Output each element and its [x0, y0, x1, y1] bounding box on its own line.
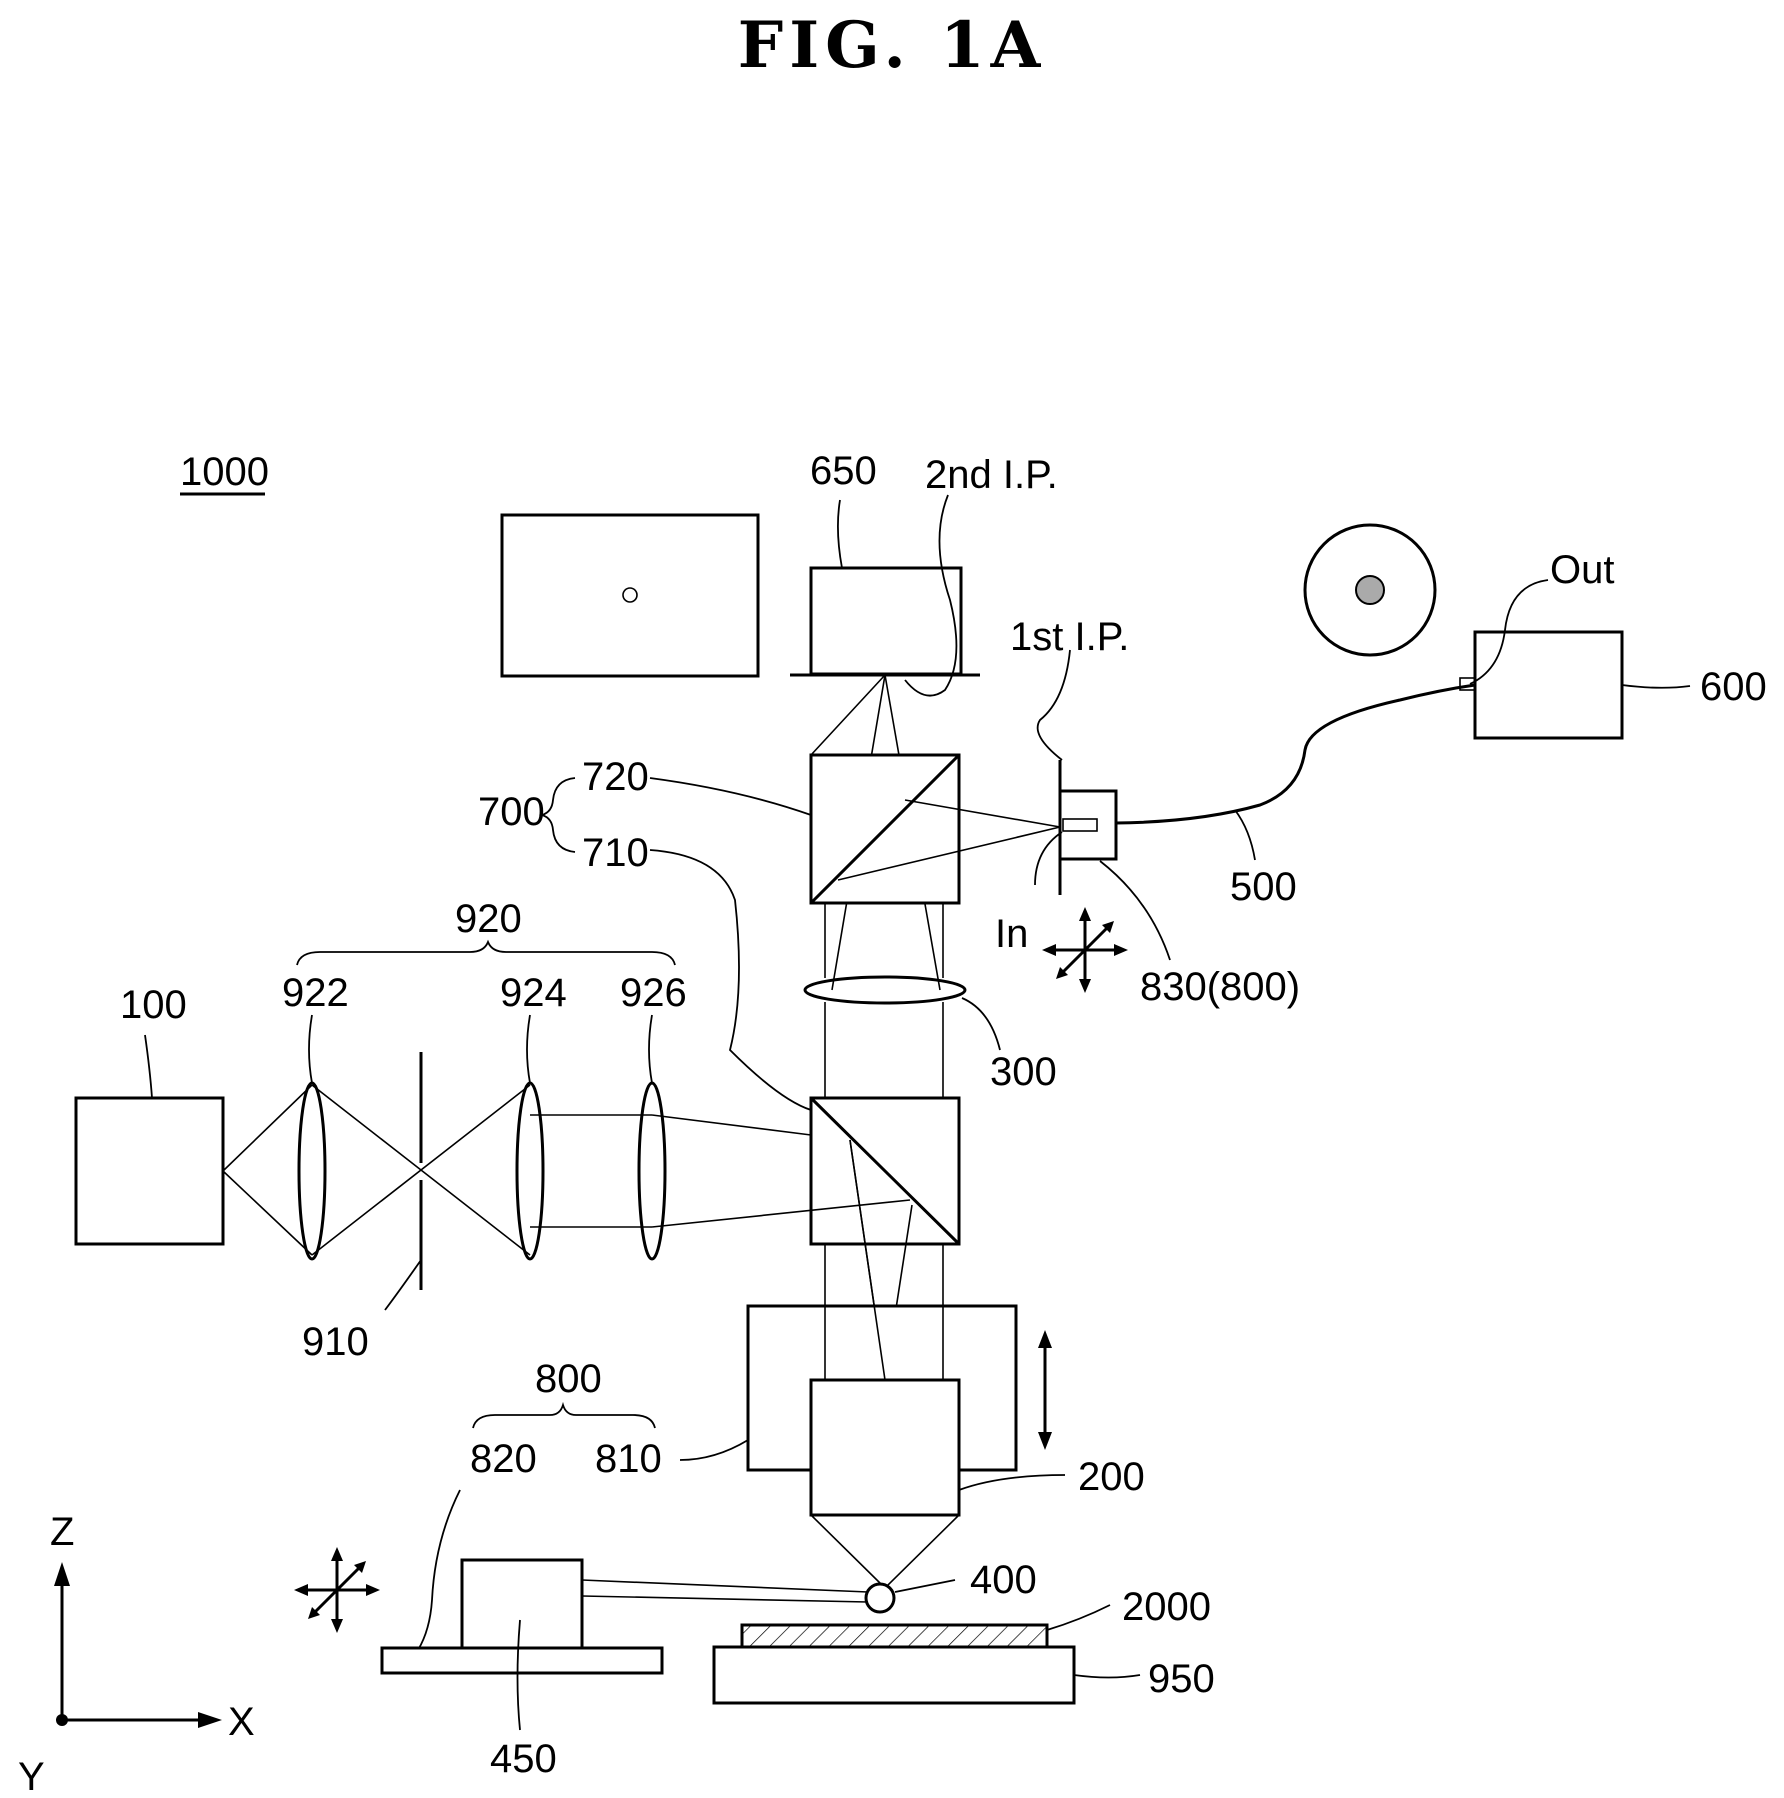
- z-move-arrow-810: [1038, 1330, 1052, 1450]
- beam-side-lower: [582, 1596, 868, 1602]
- leader-2000: [1047, 1605, 1110, 1630]
- leader-600: [1622, 685, 1690, 688]
- label-axis-z: Z: [50, 1510, 74, 1554]
- beam-focus-right: [888, 1515, 959, 1585]
- leader-926: [649, 1015, 652, 1083]
- brace-800: [473, 1405, 655, 1428]
- leader-820: [418, 1490, 460, 1650]
- leader-810: [680, 1440, 748, 1460]
- label-lens-926: 926: [620, 971, 687, 1015]
- label-stage-group: 800: [535, 1357, 602, 1401]
- label-pinhole: 910: [302, 1320, 369, 1364]
- wafer-2000: [742, 1625, 1047, 1647]
- camera-650: [811, 568, 961, 674]
- leader-300: [962, 998, 1000, 1050]
- leader-950: [1074, 1675, 1140, 1678]
- axis-z-arrowhead: [54, 1562, 70, 1586]
- sample-spot-400: [866, 1584, 894, 1612]
- beam-side-upper: [582, 1580, 868, 1592]
- label-splitter-710: 710: [582, 831, 649, 875]
- label-stage-810: 810: [595, 1437, 662, 1481]
- leader-500: [1235, 810, 1255, 860]
- label-lens-922: 922: [282, 971, 349, 1015]
- lens-926: [639, 1083, 665, 1259]
- spectrometer-600: [1475, 632, 1622, 738]
- label-sample-spot: 400: [970, 1558, 1037, 1602]
- leader-720: [650, 778, 811, 815]
- label-table: 950: [1148, 1657, 1215, 1701]
- label-lens-924: 924: [500, 971, 567, 1015]
- label-spectrometer: 600: [1700, 665, 1767, 709]
- label-splitter-group: 700: [478, 790, 545, 834]
- leader-1st-ip: [1038, 650, 1070, 760]
- leader-400: [895, 1580, 955, 1592]
- lens-922: [299, 1083, 325, 1259]
- label-system: 1000: [180, 450, 269, 494]
- brace-700: [542, 778, 575, 852]
- label-stage-820: 820: [470, 1437, 537, 1481]
- label-axis-x: X: [228, 1700, 255, 1744]
- fiber-cross-section-core: [1356, 576, 1384, 604]
- table-950: [714, 1647, 1074, 1703]
- leader-in: [1035, 832, 1062, 885]
- label-1st-ip: 1st I.P.: [1010, 615, 1129, 659]
- axis-y-origin-dot: [56, 1714, 68, 1726]
- optical-fiber-500: [1116, 685, 1475, 823]
- label-fiber-in: In: [995, 912, 1028, 956]
- display-monitor: [502, 515, 758, 676]
- leader-830: [1100, 861, 1170, 960]
- lens-300: [805, 977, 965, 1003]
- label-light-source: 100: [120, 983, 187, 1027]
- beam-focus-left: [811, 1515, 882, 1585]
- label-fiber-stage: 830(800): [1140, 965, 1300, 1009]
- axis-x-arrowhead: [198, 1712, 222, 1728]
- coordinate-axes: [54, 1562, 222, 1728]
- label-2nd-ip: 2nd I.P.: [925, 453, 1058, 497]
- lens-924: [517, 1083, 543, 1259]
- stage-820: [382, 1648, 662, 1673]
- label-wafer: 2000: [1122, 1585, 1211, 1629]
- leader-910: [385, 1260, 421, 1310]
- leader-922: [309, 1015, 312, 1083]
- fiber-stage-830: [1060, 791, 1116, 859]
- label-fiber: 500: [1230, 865, 1297, 909]
- leader-200: [959, 1475, 1065, 1490]
- side-camera-450: [462, 1560, 582, 1648]
- label-axis-y: Y: [18, 1755, 45, 1798]
- label-side-camera: 450: [490, 1737, 557, 1781]
- xyz-move-arrows-830: [1042, 907, 1128, 993]
- objective-200: [811, 1380, 959, 1515]
- label-lens-300: 300: [990, 1050, 1057, 1094]
- brace-920: [297, 942, 675, 965]
- leader-100: [145, 1035, 152, 1098]
- label-splitter-720: 720: [582, 755, 649, 799]
- label-relay-group: 920: [455, 897, 522, 941]
- xyz-move-arrows-820: [294, 1547, 380, 1633]
- leader-650: [838, 500, 842, 568]
- label-fiber-out: Out: [1550, 548, 1614, 592]
- light-source-100: [76, 1098, 223, 1244]
- leader-924: [527, 1015, 530, 1083]
- label-objective: 200: [1078, 1455, 1145, 1499]
- label-camera-650: 650: [810, 449, 877, 493]
